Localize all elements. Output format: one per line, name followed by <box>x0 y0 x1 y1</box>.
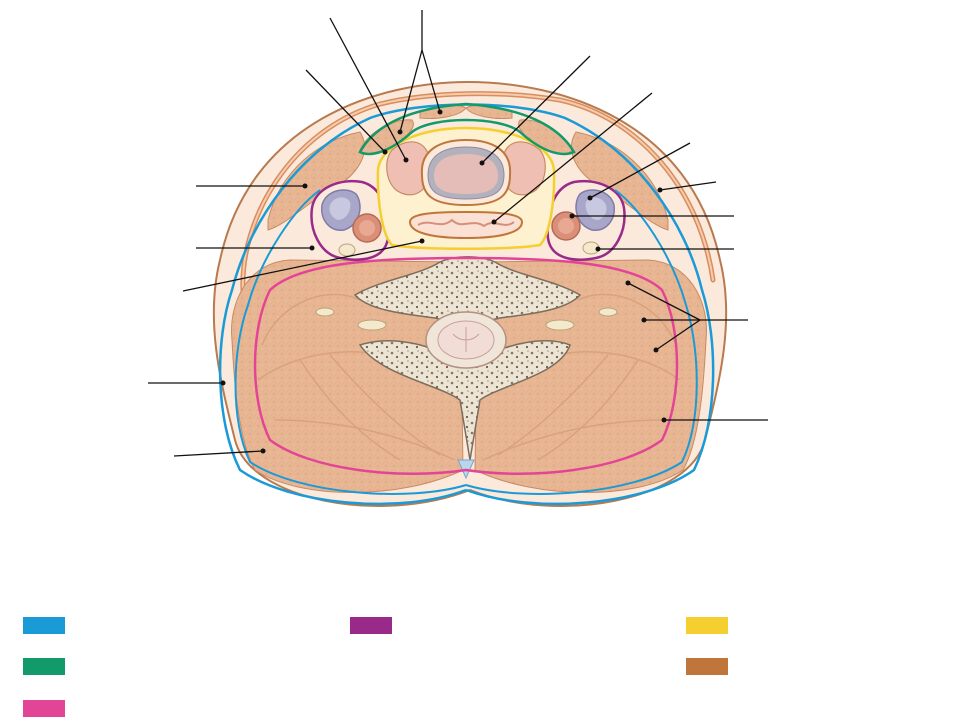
carotid-sheath-left <box>310 179 390 261</box>
legend-swatch-yellow <box>686 617 728 634</box>
vertebral-vessels <box>315 307 618 331</box>
cervical-vertebra <box>353 256 582 480</box>
legend-swatch-purple <box>350 617 392 634</box>
legend-swatch-blue <box>23 617 65 634</box>
posterior-muscles-left <box>231 259 464 493</box>
carotid-sheath-right <box>546 179 626 261</box>
prevertebral-fascia <box>253 256 679 475</box>
pretracheal-muscular-fascia <box>358 102 576 156</box>
posterior-muscles-right <box>474 259 707 493</box>
visceral-compartment <box>376 126 556 250</box>
legend-swatch-brown <box>686 658 728 675</box>
label-leaders <box>148 10 768 457</box>
legend-swatch-green <box>23 658 65 675</box>
legend-swatch-pink <box>23 700 65 717</box>
